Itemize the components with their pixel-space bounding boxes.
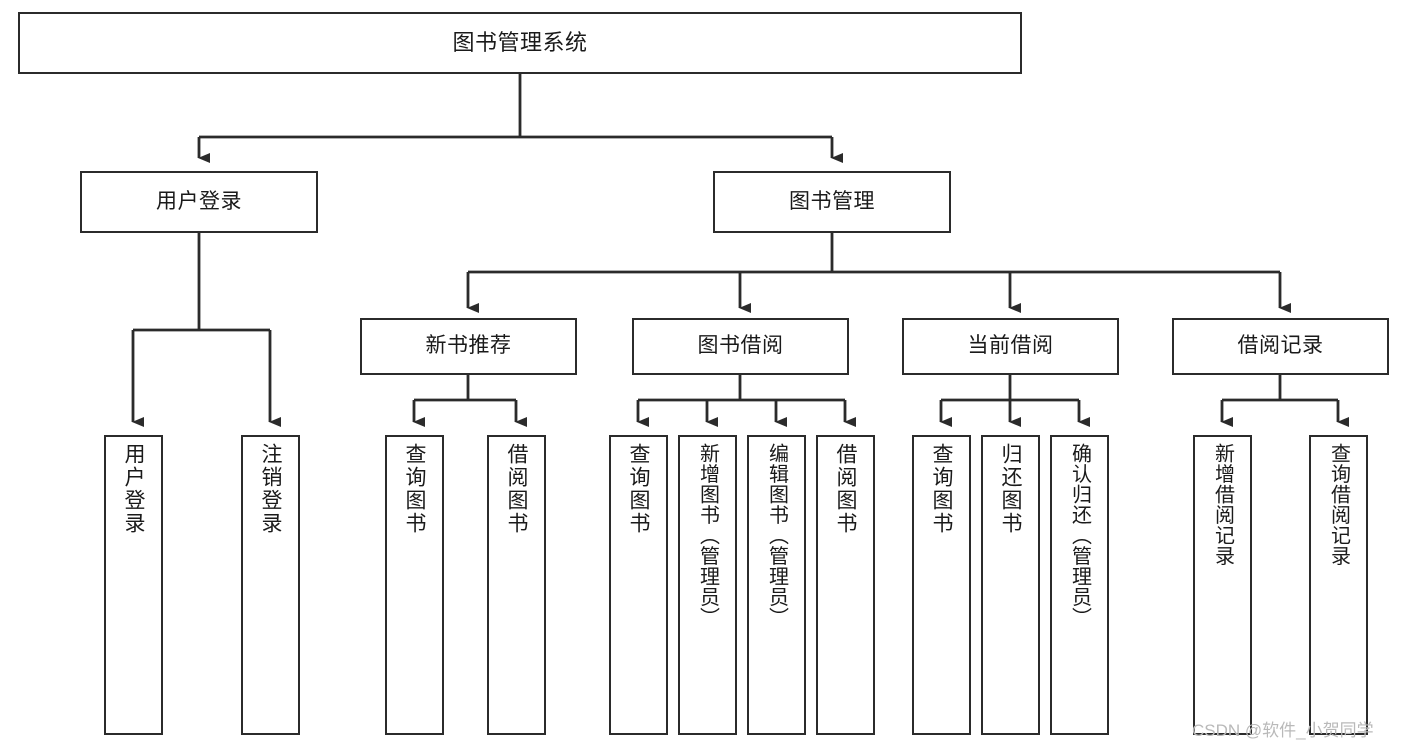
leaf-query-book-current[interactable]: 查询图书: [912, 435, 971, 735]
leaf-query-book-borrow[interactable]: 查询图书: [609, 435, 668, 735]
node-label: 查询借阅记录: [1327, 443, 1350, 566]
node-label: 借阅图书: [834, 443, 857, 535]
node-label: 新书推荐: [425, 334, 512, 358]
leaf-borrow-book-borrow[interactable]: 借阅图书: [816, 435, 875, 735]
leaf-add-book-admin[interactable]: 新增图书（管理员）: [678, 435, 737, 735]
leaf-add-borrow-record[interactable]: 新增借阅记录: [1193, 435, 1252, 735]
node-label: 确认归还（管理员）: [1068, 443, 1091, 628]
node-borrow-record[interactable]: 借阅记录: [1172, 318, 1389, 375]
node-label: 归还图书: [999, 443, 1022, 535]
node-new-book-recommend[interactable]: 新书推荐: [360, 318, 577, 375]
node-user-login[interactable]: 用户登录: [80, 171, 318, 233]
leaf-logout-login[interactable]: 注销登录: [241, 435, 300, 735]
leaf-user-login[interactable]: 用户登录: [104, 435, 163, 735]
leaf-borrow-book-recommend[interactable]: 借阅图书: [487, 435, 546, 735]
leaf-edit-book-admin[interactable]: 编辑图书（管理员）: [747, 435, 806, 735]
leaf-return-book[interactable]: 归还图书: [981, 435, 1040, 735]
node-label: 编辑图书（管理员）: [765, 443, 788, 628]
node-label: 新增借阅记录: [1211, 443, 1234, 566]
leaf-query-book-recommend[interactable]: 查询图书: [385, 435, 444, 735]
node-current-borrow[interactable]: 当前借阅: [902, 318, 1119, 375]
leaf-confirm-return-admin[interactable]: 确认归还（管理员）: [1050, 435, 1109, 735]
node-label: 图书管理: [789, 189, 875, 213]
node-label: 当前借阅: [967, 334, 1054, 358]
node-label: 新增图书（管理员）: [696, 443, 719, 628]
node-label: 注销登录: [259, 443, 282, 535]
node-book-management[interactable]: 图书管理: [713, 171, 951, 233]
leaf-query-borrow-record[interactable]: 查询借阅记录: [1309, 435, 1368, 735]
node-book-borrow[interactable]: 图书借阅: [632, 318, 849, 375]
node-label: 用户登录: [122, 443, 145, 535]
node-label: 借阅图书: [505, 443, 528, 535]
node-label: 查询图书: [403, 443, 426, 535]
node-root-book-management-system[interactable]: 图书管理系统: [18, 12, 1022, 74]
csdn-watermark: CSDN @软件_小贺同学: [1192, 721, 1374, 740]
node-label: 查询图书: [930, 443, 953, 535]
node-label: 用户登录: [156, 189, 242, 213]
node-label: 图书借阅: [697, 334, 784, 358]
node-label: 图书管理系统: [452, 30, 588, 56]
node-label: 借阅记录: [1237, 334, 1324, 358]
node-label: 查询图书: [627, 443, 650, 535]
